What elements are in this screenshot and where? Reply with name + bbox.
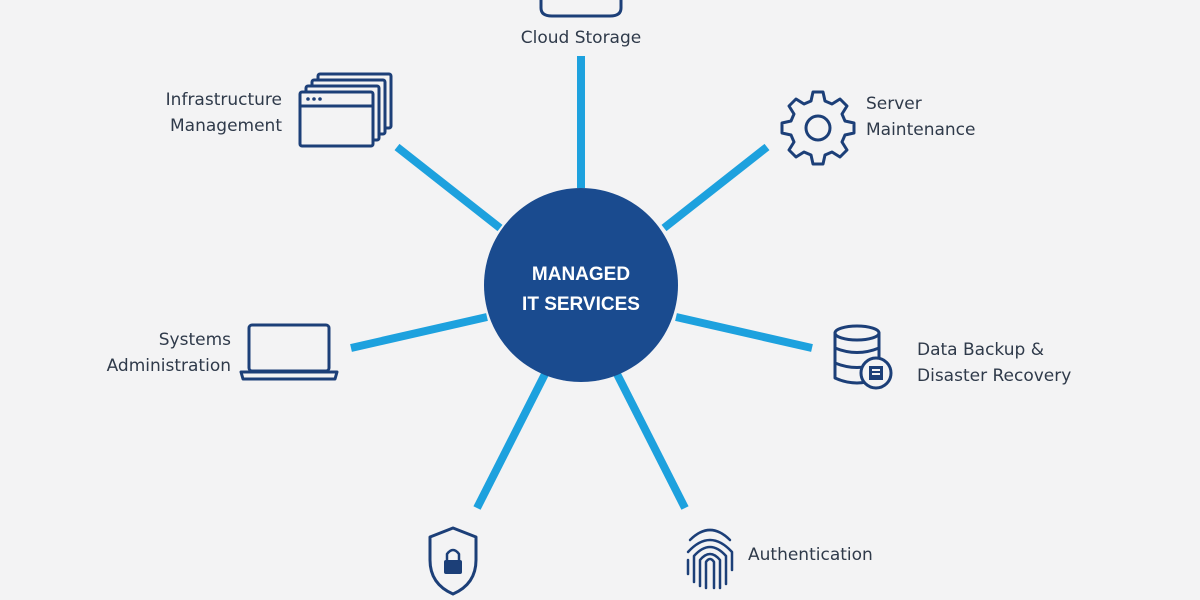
server-maintenance-label-line1: Server bbox=[866, 94, 922, 114]
systems-admin-label-line1: Systems bbox=[159, 330, 231, 350]
node-infrastructure-management: Infrastructure Management bbox=[166, 72, 393, 148]
fingerprint-icon bbox=[686, 528, 734, 590]
spoke-server-maintenance bbox=[661, 143, 770, 232]
laptop-icon bbox=[239, 323, 339, 381]
node-security bbox=[428, 526, 478, 596]
infrastructure-label-line2: Management bbox=[170, 116, 282, 136]
spoke-security bbox=[473, 372, 549, 510]
node-cloud-storage: Cloud Storage bbox=[521, 0, 641, 48]
hub-title-line2: IT SERVICES bbox=[522, 294, 640, 315]
node-authentication: Authentication bbox=[686, 528, 873, 590]
systems-admin-label-line2: Administration bbox=[107, 356, 231, 376]
data-backup-label-line2: Disaster Recovery bbox=[917, 366, 1071, 386]
spoke-infrastructure bbox=[394, 143, 503, 232]
shield-lock-icon bbox=[428, 526, 478, 596]
server-maintenance-label-line2: Maintenance bbox=[866, 120, 975, 140]
hub: MANAGED IT SERVICES bbox=[484, 188, 678, 382]
database-backup-icon bbox=[833, 324, 893, 390]
infrastructure-label-line1: Infrastructure bbox=[166, 90, 282, 110]
spoke-data-backup bbox=[675, 313, 813, 352]
node-systems-administration: Systems Administration bbox=[107, 323, 339, 381]
hub-circle bbox=[484, 188, 678, 382]
authentication-label: Authentication bbox=[748, 545, 873, 565]
node-server-maintenance: Server Maintenance bbox=[780, 90, 975, 166]
node-data-backup: Data Backup & Disaster Recovery bbox=[833, 324, 1071, 390]
spoke-systems-admin bbox=[350, 313, 488, 352]
data-backup-label-line1: Data Backup & bbox=[917, 340, 1044, 360]
cloud-icon bbox=[539, 0, 623, 18]
spoke-authentication bbox=[613, 372, 689, 510]
browser-windows-icon bbox=[298, 72, 393, 148]
cloud-storage-label: Cloud Storage bbox=[521, 28, 641, 48]
hub-title-line1: MANAGED bbox=[532, 264, 630, 285]
gear-icon bbox=[780, 90, 856, 166]
